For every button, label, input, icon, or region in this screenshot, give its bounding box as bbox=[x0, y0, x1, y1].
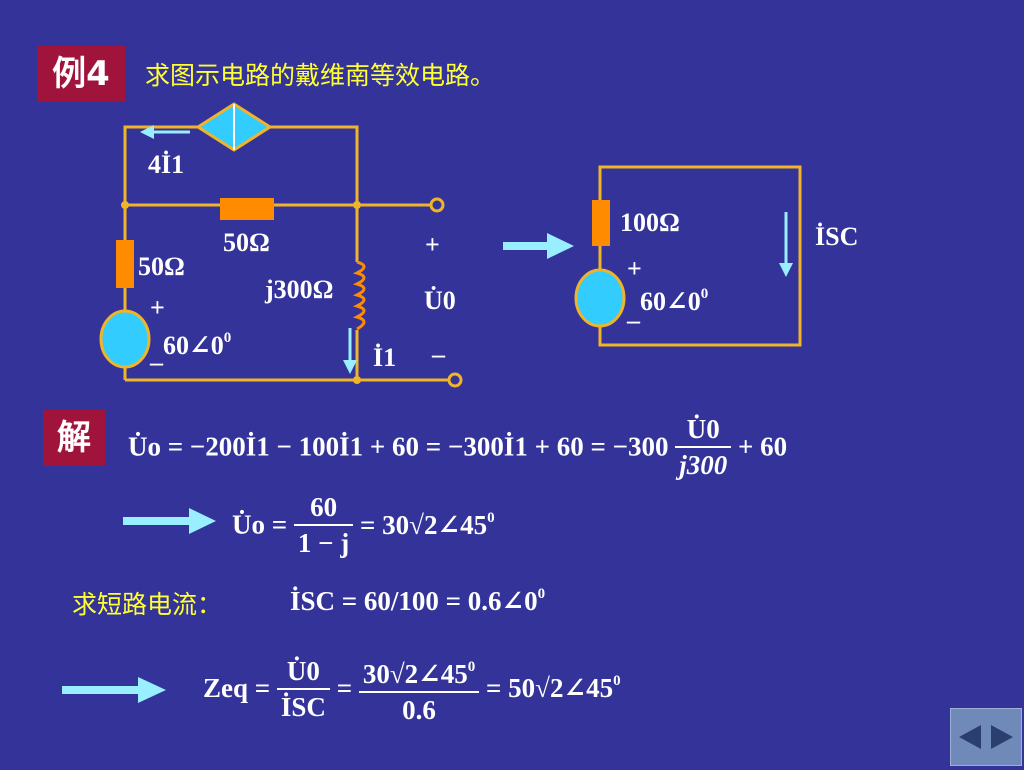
dep-source-label: 4İ1 bbox=[148, 150, 185, 179]
circuit2-wires bbox=[598, 165, 802, 347]
r-left-label: 50Ω bbox=[138, 252, 185, 281]
example-tag: 例4 bbox=[37, 46, 125, 102]
plus-left: + bbox=[150, 293, 165, 322]
u0-plus: + bbox=[425, 230, 440, 259]
voltage-source-1 bbox=[99, 309, 151, 369]
current-i1-label: İ1 bbox=[373, 343, 397, 372]
arrow-right-icon bbox=[503, 233, 574, 259]
nav-buttons-icon[interactable] bbox=[950, 708, 1022, 766]
minus-right: – bbox=[627, 306, 640, 335]
current-arrow-i1-icon bbox=[343, 328, 357, 374]
arrow-right-icon bbox=[62, 677, 166, 703]
u0-minus: – bbox=[432, 340, 445, 369]
u0-label: U̇0 bbox=[424, 286, 456, 315]
circuit-diagrams bbox=[99, 102, 802, 388]
equation-1: U̇o = −200İ1 − 100İ1 + 60 = −300İ1 + 60 … bbox=[128, 414, 788, 480]
source2-value: 60∠00 bbox=[640, 286, 709, 316]
question-text: 求图示电路的戴维南等效电路。 bbox=[145, 61, 496, 90]
short-circuit-label: 求短路电流： bbox=[72, 590, 223, 619]
plus-right: + bbox=[627, 254, 642, 283]
terminal-top bbox=[429, 197, 445, 213]
minus-left: – bbox=[150, 348, 163, 377]
dep-source-arrow-icon bbox=[140, 125, 190, 139]
arrow-right-icon bbox=[123, 508, 216, 534]
source1-value: 60∠00 bbox=[163, 330, 232, 360]
resistor-top bbox=[220, 198, 274, 220]
r-top-label: 50Ω bbox=[223, 228, 270, 257]
voltage-source-2 bbox=[574, 268, 626, 328]
solution-tag: 解 bbox=[43, 410, 105, 466]
resistor-100 bbox=[592, 200, 610, 246]
inductor-label: j300Ω bbox=[265, 275, 334, 304]
inductor-coil bbox=[352, 260, 366, 331]
isc-label: İSC bbox=[815, 222, 859, 251]
resistor-left bbox=[116, 240, 134, 288]
current-arrow-isc-icon bbox=[779, 212, 793, 277]
equation-3: İSC = 60/100 = 0.6∠00 bbox=[290, 586, 546, 616]
r100-label: 100Ω bbox=[620, 208, 680, 237]
dependent-source-diamond bbox=[195, 102, 273, 152]
terminal-bottom bbox=[447, 372, 463, 388]
